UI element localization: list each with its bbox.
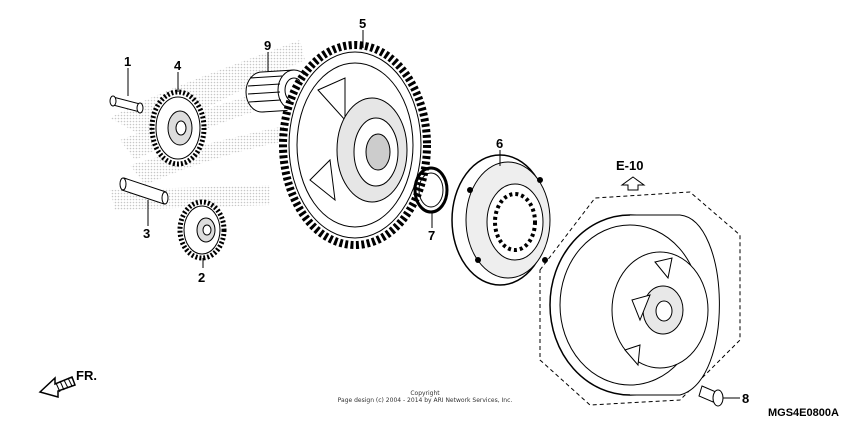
diagram-code: MGS4E0800A bbox=[768, 407, 839, 419]
part-2-reduction-gear-small[interactable] bbox=[177, 199, 227, 268]
part-8-bolt[interactable] bbox=[698, 385, 740, 407]
front-label: FR. bbox=[76, 368, 97, 383]
label-part-2: 2 bbox=[198, 270, 205, 285]
front-direction-indicator: FR. bbox=[38, 368, 97, 398]
part-1-collar[interactable] bbox=[109, 68, 144, 114]
label-part-7: 7 bbox=[428, 228, 435, 243]
label-part-9: 9 bbox=[264, 38, 271, 53]
part-3-shaft[interactable] bbox=[119, 177, 169, 226]
flywheel-assembly[interactable] bbox=[539, 191, 741, 406]
part-7-o-ring[interactable] bbox=[413, 166, 449, 228]
label-part-4: 4 bbox=[174, 58, 182, 73]
part-4-reduction-gear[interactable] bbox=[149, 72, 207, 167]
reference-label: E-10 bbox=[616, 158, 643, 173]
label-part-1: 1 bbox=[124, 54, 131, 69]
part-6-starter-clutch[interactable] bbox=[451, 150, 551, 286]
label-part-8: 8 bbox=[742, 391, 749, 406]
label-part-5: 5 bbox=[359, 16, 366, 31]
part-5-starter-driven-gear[interactable] bbox=[279, 30, 431, 249]
reference-arrow[interactable]: E-10 bbox=[616, 158, 646, 191]
label-part-6: 6 bbox=[496, 136, 503, 151]
copyright-title: Copyright bbox=[410, 390, 440, 397]
label-part-3: 3 bbox=[143, 226, 150, 241]
copyright-text: Page design (c) 2004 - 2014 by ARI Netwo… bbox=[338, 397, 513, 404]
